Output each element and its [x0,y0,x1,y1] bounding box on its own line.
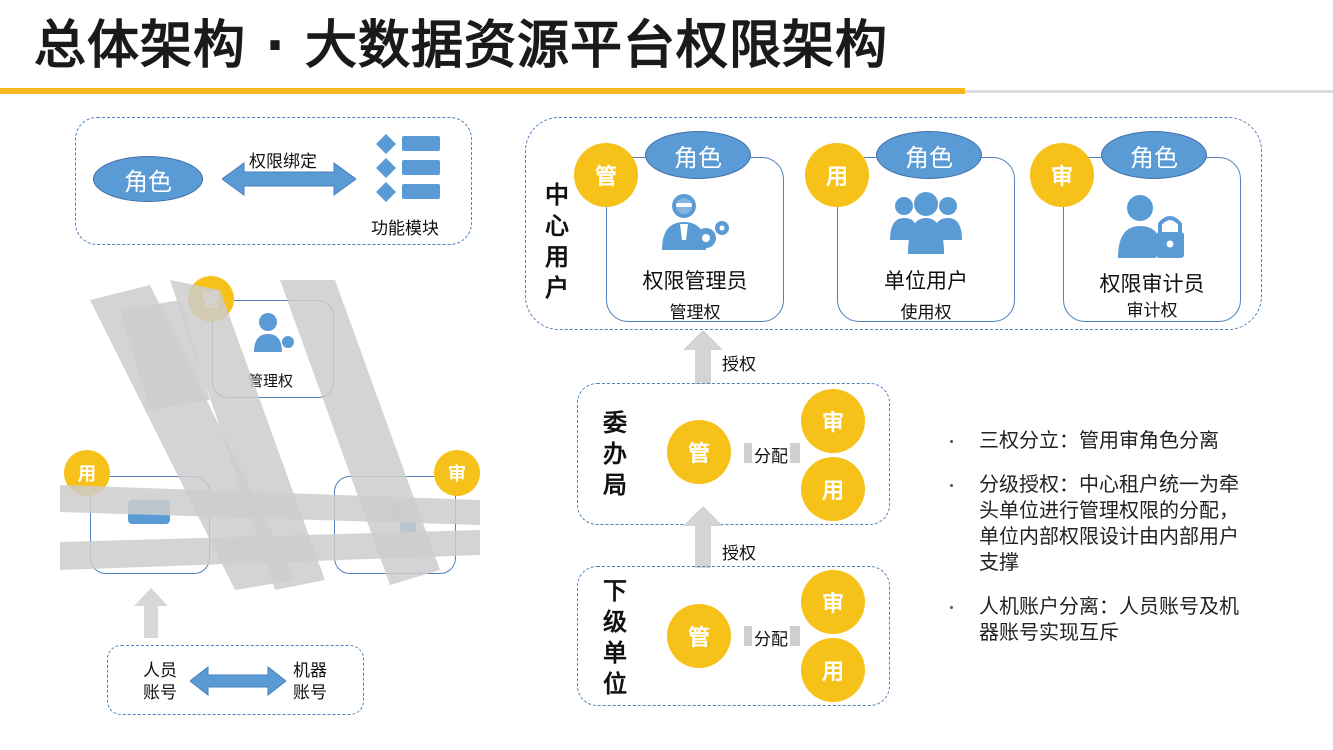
subordinate-label: 下级单位 [603,577,627,698]
committee-audit-badge: 审 [801,389,865,453]
person-account-label: 人员账号 [143,661,177,703]
unit-user-right: 使用权 [900,303,952,323]
admin-gear-icon [662,194,729,250]
admin-name: 权限管理员 [642,269,748,293]
center-users-box [525,117,1262,330]
unit-user-badge: 用 [805,143,869,207]
accounts-double-arrow [190,666,286,696]
left-up-arrow [134,588,168,638]
grant-arrow-1 [683,330,723,384]
committee-use-badge: 用 [801,457,865,521]
left-manage-right-label: 管理权 [248,372,294,390]
legend-box [75,117,472,245]
subordinate-box [577,566,890,706]
subordinate-manage-badge: 管 [667,604,731,668]
module-label: 功能模块 [371,219,439,239]
grant-arrow-2 [683,506,723,568]
admin-right: 管理权 [669,303,721,323]
binding-label: 权限绑定 [249,152,317,172]
bullet-dot [950,440,953,443]
auditor-name: 权限审计员 [1099,272,1205,296]
committee-box [577,383,890,525]
machine-account-label: 机器账号 [293,661,327,703]
left-audit-badge: 审 [434,450,480,496]
committee-assign-label: 分配 [752,442,790,467]
committee-label: 委办局 [603,409,627,499]
auditor-right: 审计权 [1126,301,1178,321]
auditor-badge: 审 [1030,143,1094,207]
auditor-role-label: 角色 [1130,143,1178,172]
bullet-3: 人机账户分离：人员账号及机器账号实现互斥 [979,594,1239,644]
committee-manage-badge: 管 [667,420,731,484]
unit-user-role-label: 角色 [905,143,953,172]
left-overlay-strokes [60,280,480,590]
admin-role-ellipse: 角色 [645,131,751,179]
center-users-label: 中心用户 [545,181,569,302]
subordinate-use-badge: 用 [801,638,865,702]
legend-role-ellipse: 角色 [93,156,203,202]
bullet-2: 分级授权：中心租户统一为牵头单位进行管理权限的分配，单位内部权限设计由内部用户支… [979,472,1239,574]
legend-role-label: 角色 [124,167,172,196]
title-underline-gray [965,90,1333,93]
binding-double-arrow [222,162,356,196]
admin-role-label: 角色 [674,143,722,172]
accounts-box [107,645,364,715]
auditor-role-ellipse: 角色 [1101,131,1207,179]
grant-label-2: 授权 [722,544,756,564]
bullet-dot [950,606,953,609]
title-underline-accent [0,88,965,94]
user-group-icon [890,192,962,254]
module-list-icon [376,134,440,202]
subordinate-audit-badge: 审 [801,570,865,634]
page-title: 总体架构 · 大数据资源平台权限架构 [34,16,888,76]
unit-user-role-ellipse: 角色 [876,131,982,179]
bullet-dot [950,484,953,487]
subordinate-assign-label: 分配 [752,625,790,650]
grant-label-1: 授权 [722,355,756,375]
unit-user-name: 单位用户 [884,269,968,293]
left-admin-icon [254,313,294,352]
bullet-1: 三权分立：管用审角色分离 [979,428,1219,452]
auditor-lock-icon [1118,195,1184,258]
admin-badge: 管 [574,143,638,207]
